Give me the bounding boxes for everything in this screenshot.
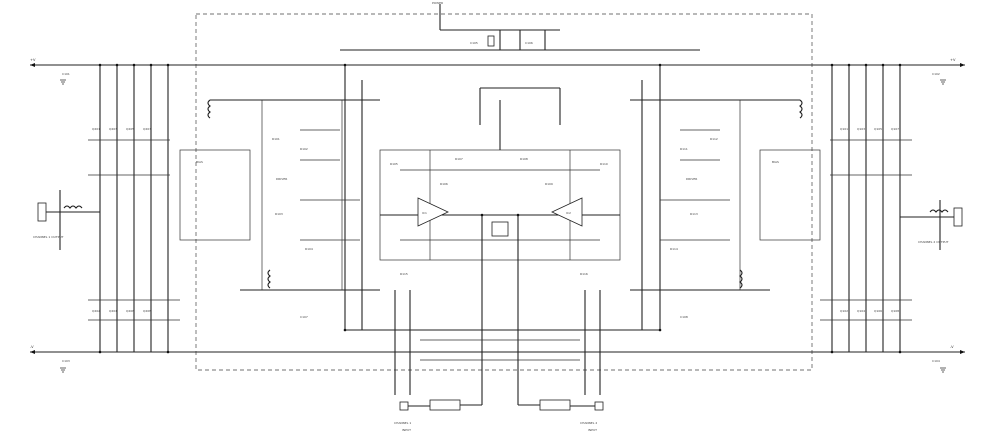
opamp-right xyxy=(551,197,583,227)
device-label: Q204 xyxy=(109,309,117,313)
resistor-label: R114 xyxy=(670,247,678,251)
supply-label: POWER xyxy=(432,1,443,5)
capacitor-label: C104 xyxy=(932,359,940,363)
capacitor-label: C101 xyxy=(62,72,70,76)
driver-label-right: DRIVER xyxy=(686,177,697,181)
resistor-label: R108 xyxy=(520,157,528,161)
bias-coil-left xyxy=(207,99,211,119)
device-label: Q105 xyxy=(874,127,882,131)
resistor-label: R103 xyxy=(275,212,283,216)
left-lower-device-labels: Q202 Q204 Q206 Q208 xyxy=(92,309,151,313)
device-label: Q108 xyxy=(891,309,899,313)
resistor-label: R107 xyxy=(455,157,463,161)
input-tag-left: INPUT xyxy=(402,428,411,432)
device-label: Q107 xyxy=(891,127,899,131)
capacitor-label: C102 xyxy=(932,72,940,76)
left-driver-section: BIAS DRIVER xyxy=(179,65,380,330)
output-jack-right: CHANNEL 2 OUTPUT xyxy=(900,200,963,250)
output-label-left: CHANNEL 1 OUTPUT xyxy=(33,235,64,239)
capacitor-label: C106 xyxy=(525,41,533,45)
input-left: CHANNEL 1 INPUT xyxy=(394,360,483,432)
resistor-labels: R101 R102 R103 R104 R105 R106 R107 R108 … xyxy=(272,137,718,276)
left-output-bank xyxy=(88,65,180,352)
resistor-label: R111 xyxy=(680,147,688,151)
resistor-label: R102 xyxy=(300,147,308,151)
right-output-bank xyxy=(820,65,912,352)
opamp-right-label: IC2 xyxy=(566,211,571,215)
rail-arrow xyxy=(30,63,35,67)
resistor-label: R106 xyxy=(440,182,448,186)
resistor-label: R101 xyxy=(272,137,280,141)
chassis-boundary xyxy=(195,13,813,371)
capacitor-label: C107 xyxy=(300,315,308,319)
resistor-label: R104 xyxy=(305,247,313,251)
rail-arrow xyxy=(960,350,965,354)
right-lower-device-labels: Q102 Q104 Q106 Q108 xyxy=(840,309,899,313)
device-label: Q202 xyxy=(92,309,100,313)
capacitor-label: C105 xyxy=(470,41,478,45)
ground-symbols xyxy=(60,79,946,373)
capacitor-label: C103 xyxy=(62,359,70,363)
input-right: CHANNEL 2 INPUT xyxy=(517,360,604,432)
bias-coil-right xyxy=(799,99,803,119)
device-label: Q203 xyxy=(109,127,117,131)
opamp-left-label: IC1 xyxy=(422,211,427,215)
output-inductor-left xyxy=(63,205,83,209)
output-jack-left: CHANNEL 1 OUTPUT xyxy=(33,190,100,250)
rail-label-top-right: +V xyxy=(950,58,956,62)
opamp-left xyxy=(417,197,449,227)
regulator xyxy=(487,35,495,47)
device-label: Q201 xyxy=(92,127,100,131)
device-label: Q104 xyxy=(857,309,865,313)
bias-label-left: BIAS xyxy=(196,160,203,164)
resistor-label: R113 xyxy=(690,212,698,216)
junction-dots xyxy=(98,63,902,354)
driver-coil-right xyxy=(739,269,743,289)
input-label-left: CHANNEL 1 xyxy=(394,421,411,425)
rail-arrow xyxy=(30,350,35,354)
resistor-label: R116 xyxy=(580,272,588,276)
driver-label-left: DRIVER xyxy=(276,177,287,181)
dual-ic xyxy=(491,221,509,237)
capacitor-label: C108 xyxy=(680,315,688,319)
device-label: Q208 xyxy=(143,309,151,313)
input-tag-right: INPUT xyxy=(588,428,597,432)
device-label: Q106 xyxy=(874,309,882,313)
bias-label-right: BIAS xyxy=(772,160,779,164)
rail-label-top-left: +V xyxy=(30,58,36,62)
device-label: Q207 xyxy=(143,127,151,131)
device-label: Q101 xyxy=(840,127,848,131)
right-upper-device-labels: Q101 Q103 Q105 Q107 xyxy=(840,127,899,131)
rail-label-bottom-left: -V xyxy=(30,345,34,349)
device-label: Q205 xyxy=(126,127,134,131)
capacitor-labels: C101 C102 C103 C104 C105 C106 C107 C108 xyxy=(62,41,940,363)
device-label: Q102 xyxy=(840,309,848,313)
resistor-label: R105 xyxy=(390,162,398,166)
rail-label-bottom-right: -V xyxy=(950,345,954,349)
center-input-stage: IC1 IC2 xyxy=(379,87,621,360)
input-label-right: CHANNEL 2 xyxy=(580,421,597,425)
device-label: Q103 xyxy=(857,127,865,131)
resistor-label: R109 xyxy=(545,182,553,186)
left-upper-device-labels: Q201 Q203 Q205 Q207 xyxy=(92,127,151,131)
resistor-label: R112 xyxy=(710,137,718,141)
output-label-right: CHANNEL 2 OUTPUT xyxy=(918,240,949,244)
output-inductor-right xyxy=(929,209,949,213)
resistor-label: R115 xyxy=(400,272,408,276)
rail-arrow xyxy=(960,63,965,67)
right-driver-section: BIAS DRIVER xyxy=(630,65,821,330)
resistor-label: R110 xyxy=(600,162,608,166)
driver-coil-left xyxy=(267,269,271,289)
device-label: Q206 xyxy=(126,309,134,313)
